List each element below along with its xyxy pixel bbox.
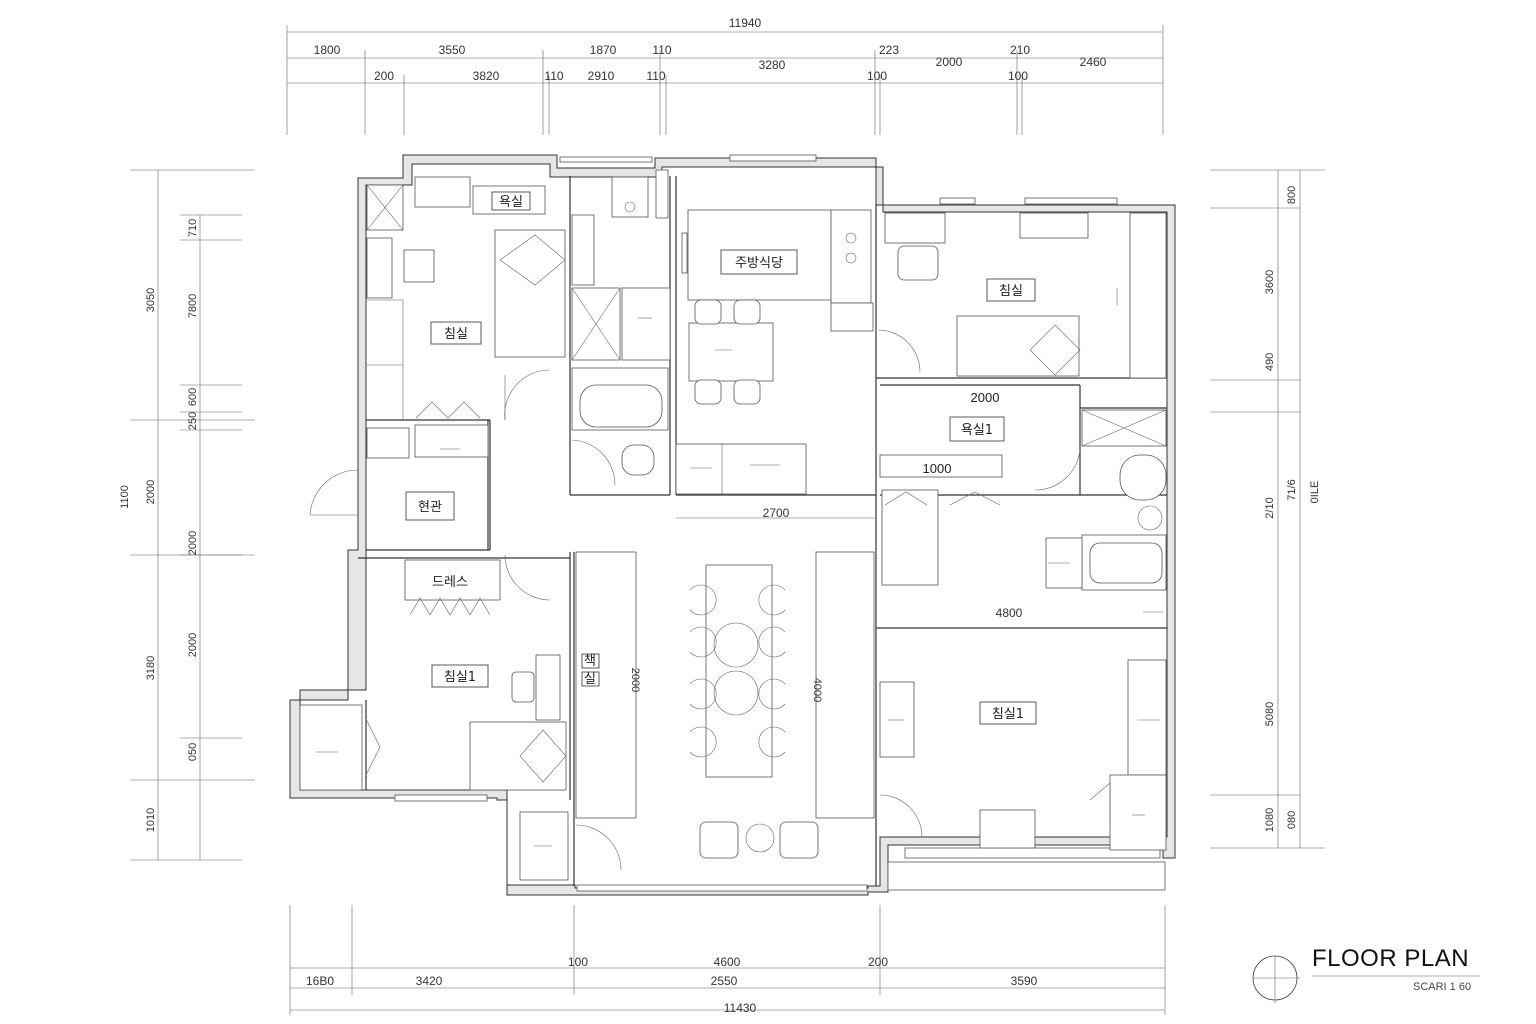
dim-top-r2-6: 3280 — [759, 58, 786, 72]
room-label-bath: 욕실 — [499, 195, 523, 210]
dim-right-4: 2/10 — [1264, 497, 1276, 518]
dim-top-r2-10: 2460 — [1080, 55, 1107, 69]
room-label-bath1: 욕실1 — [961, 423, 993, 438]
dim-bottom-1: 16B0 — [306, 974, 334, 988]
room-label-sil: 실 — [584, 672, 596, 687]
top-right-room-furniture — [884, 212, 1167, 379]
plan-scale: SCARI 1 60 — [1413, 981, 1471, 993]
dim-top-r2-5: 110 — [646, 69, 665, 83]
outer-walls — [289, 154, 1176, 896]
interior-dim-2700: 2700 — [763, 506, 790, 520]
interior-dim-2000: 2000 — [971, 390, 1000, 405]
dim-bottom-r2-3: 200 — [868, 955, 888, 969]
dim-left-inner-1: 710 — [187, 219, 199, 237]
dim-top-6: 210 — [1010, 43, 1030, 57]
dim-top-r2-2: 3820 — [473, 69, 500, 83]
dim-top-2: 3550 — [439, 43, 466, 57]
room-label-bedroom1: 침실1 — [444, 670, 476, 685]
interior-dim-2000v: 2000 — [629, 668, 641, 692]
dim-top-r2-4: 2910 — [588, 69, 615, 83]
dim-top-overall: 11940 — [729, 16, 762, 30]
dim-top-r2-9: 100 — [1008, 69, 1028, 83]
dim-bottom-overall: 11430 — [724, 1001, 757, 1015]
left-bedroom-furniture — [299, 469, 567, 791]
bottom-dimension-group: 100 4600 200 16B0 3420 2550 3590 11430 — [289, 905, 1166, 1015]
interior-dim-4000v: 4000 — [811, 678, 823, 702]
dim-right-3: 490 — [1264, 353, 1276, 371]
room-labels: 욕실 침실 주방식당 침실 현관 드레스 침실1 욕실1 침실1 책 실 — [405, 191, 1037, 725]
room-label-kitchen: 주방식당 — [735, 256, 783, 271]
dim-bottom-4: 3590 — [1011, 974, 1038, 988]
dim-left-outer-2: 1100 — [119, 485, 131, 509]
interior-walls — [358, 176, 1167, 886]
interior-dim-4800: 4800 — [996, 606, 1023, 620]
title-block: FLOOR PLAN SCARI 1 60 — [1252, 945, 1480, 1003]
dim-left-inner-7: 2000 — [187, 633, 199, 657]
dim-top-r2-1: 200 — [374, 69, 394, 83]
dim-bottom-r2-1: 100 — [568, 955, 588, 969]
interior-dimensions: 2000 1000 2700 4800 2000 4000 — [629, 390, 1023, 702]
dim-left-inner-5: 2000 — [145, 480, 157, 504]
dim-right-5: 5080 — [1264, 702, 1276, 726]
dim-top-1: 1800 — [314, 43, 341, 57]
dim-top-5: 223 — [879, 43, 899, 57]
left-dimension-group: 3050 1100 3180 1010 710 7800 600 250 200… — [119, 169, 255, 861]
dim-right-1: 800 — [1286, 186, 1298, 204]
room-label-bedroom-tr: 침실 — [999, 284, 1023, 299]
dim-left-inner-2: 7800 — [187, 294, 199, 318]
small-annotations — [316, 288, 1163, 847]
central-right-furniture — [879, 409, 1167, 591]
dim-left-inner-3: 600 — [187, 388, 199, 406]
dim-bottom-2: 3420 — [416, 974, 443, 988]
top-dimension-group: 11940 1800 3550 1870 110 223 210 200 382… — [286, 16, 1164, 135]
dim-top-r2-3: 110 — [544, 69, 563, 83]
interior-dim-1000: 1000 — [923, 461, 952, 476]
dim-left-inner-8: 050 — [187, 743, 199, 761]
dim-left-outer-4: 1010 — [145, 808, 157, 832]
right-dimension-group: 800 3600 490 2/10 5080 1080 71/6 0ILE 08… — [1210, 169, 1325, 849]
dim-right-outer-1: 0ILE — [1309, 481, 1321, 504]
dim-bottom-r2-2: 4600 — [714, 955, 741, 969]
top-left-room-furniture — [366, 176, 566, 459]
dim-left-outer-3: 3180 — [145, 656, 157, 680]
plan-title: FLOOR PLAN — [1312, 945, 1469, 972]
dim-right-2: 3600 — [1264, 270, 1276, 294]
bottom-right-bedroom-furniture — [879, 659, 1167, 851]
dim-right-mid: 71/6 — [1286, 479, 1298, 500]
kitchen-furniture — [675, 209, 921, 495]
dim-right-outer-2: 080 — [1286, 811, 1298, 829]
dim-right-6: 1080 — [1264, 808, 1276, 832]
room-label-book: 책 — [584, 654, 596, 669]
living-dining-furniture — [519, 551, 875, 881]
dim-top-3: 1870 — [590, 43, 617, 57]
dim-left-inner-4: 250 — [187, 412, 199, 430]
room-label-bedroom1-br: 침실1 — [992, 707, 1024, 722]
top-bath-furniture — [571, 169, 671, 486]
dim-left-inner-6: 2000 — [187, 531, 199, 555]
room-label-dress: 드레스 — [432, 575, 468, 590]
dim-top-4: 110 — [652, 43, 671, 57]
dim-top-r2-7: 100 — [867, 69, 887, 83]
dim-left-outer-1: 3050 — [145, 288, 157, 312]
room-label-bedroom-tl: 침실 — [444, 327, 468, 342]
dim-top-r2-8: 2000 — [936, 55, 963, 69]
room-label-entry: 현관 — [418, 500, 442, 515]
dim-bottom-3: 2550 — [711, 974, 738, 988]
